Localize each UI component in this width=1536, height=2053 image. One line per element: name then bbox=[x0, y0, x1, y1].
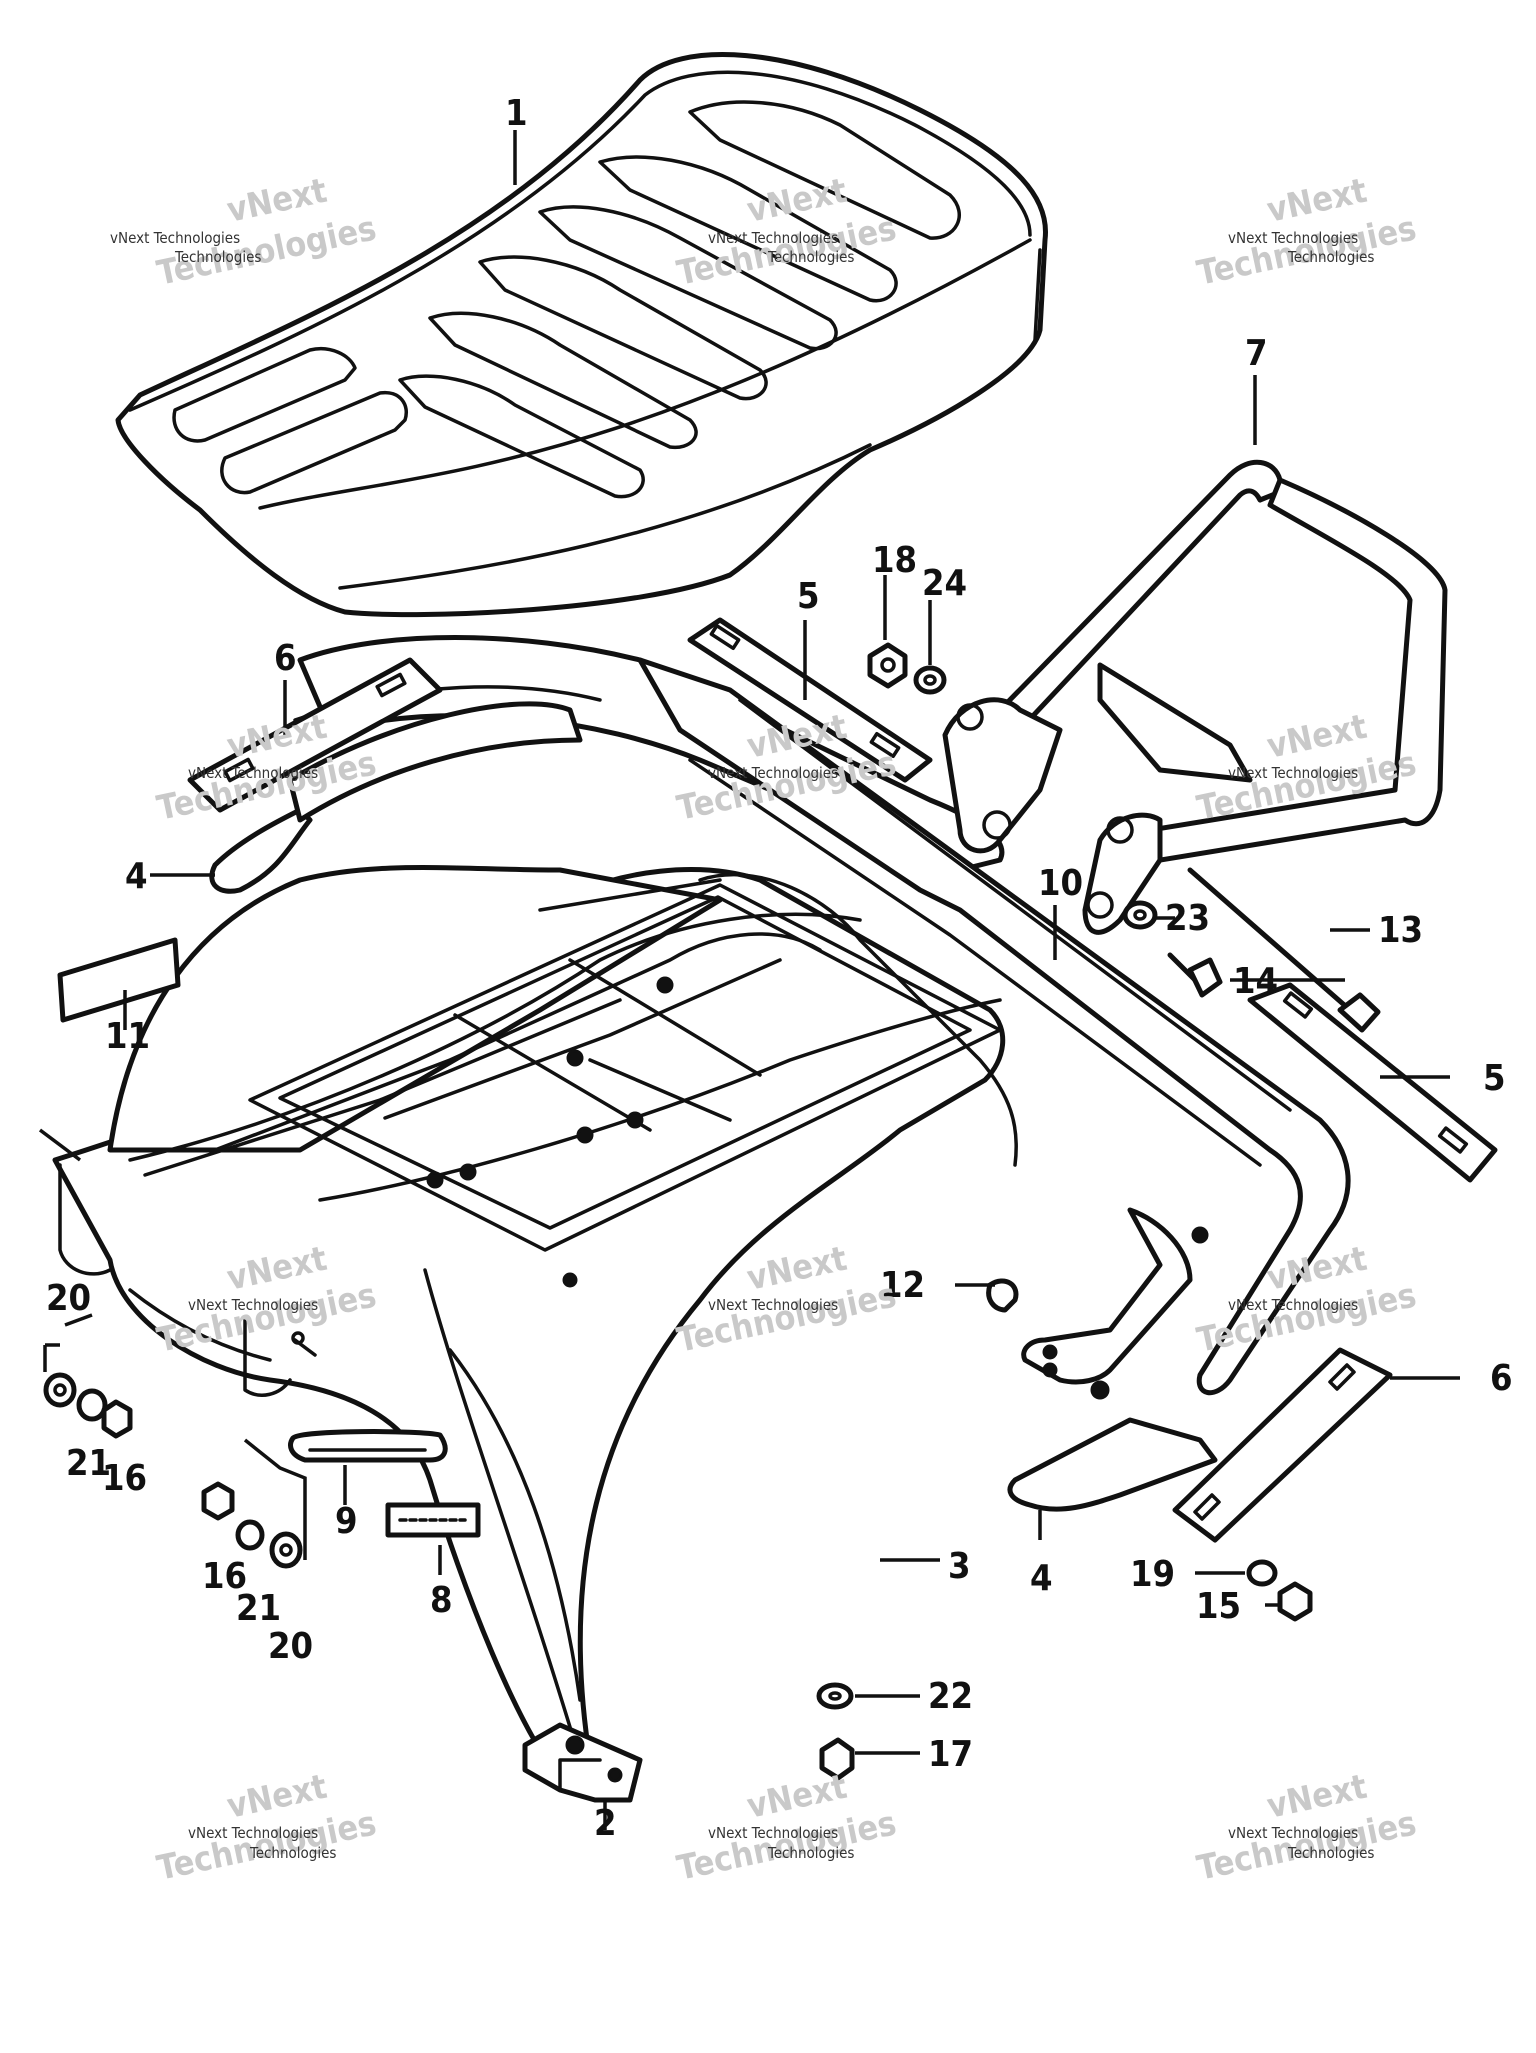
callout-8: 8 bbox=[430, 1580, 453, 1621]
callout-18: 18 bbox=[872, 540, 917, 581]
callout-12: 12 bbox=[880, 1265, 925, 1306]
bracket-6-upper bbox=[187, 657, 443, 813]
watermark-small: vNext Technologies bbox=[708, 764, 838, 782]
watermark-small: Technologies bbox=[1287, 1844, 1374, 1862]
callout-5-upper: 5 bbox=[797, 576, 820, 617]
nut-17 bbox=[819, 1737, 855, 1781]
washer-21a bbox=[76, 1388, 108, 1422]
rear-fender-part bbox=[52, 635, 1351, 1794]
callout-labels: 1 2 3 4 4 5 5 6 6 7 8 9 10 11 12 13 14 1… bbox=[46, 93, 1513, 1844]
hardware-parts bbox=[43, 642, 1381, 1803]
watermark-br: vNext Technologies vNext Technologies Te… bbox=[1194, 1767, 1420, 1889]
watermark-small: vNext Technologies bbox=[1228, 1296, 1358, 1314]
bracket-4-lower bbox=[1007, 1417, 1218, 1512]
grab-rail-part bbox=[942, 459, 1448, 935]
callout-6-upper: 6 bbox=[274, 638, 297, 679]
watermark-small: Technologies bbox=[767, 248, 854, 266]
watermark-small: Technologies bbox=[174, 248, 261, 266]
callout-14: 14 bbox=[1233, 961, 1278, 1002]
watermark-small: vNext Technologies bbox=[1228, 764, 1358, 782]
nut-15 bbox=[1277, 1581, 1313, 1622]
watermark-small: Technologies bbox=[767, 1844, 854, 1862]
seat-support-left bbox=[209, 701, 583, 894]
watermark-small: Technologies bbox=[1287, 248, 1374, 266]
watermark-small: vNext Technologies bbox=[188, 1296, 318, 1314]
washer-20b bbox=[269, 1531, 303, 1569]
watermark-bl: vNext Technologies vNext Technologies Te… bbox=[154, 1767, 380, 1889]
reflector-9 bbox=[288, 1429, 448, 1463]
screw-12 bbox=[986, 1278, 1019, 1313]
callout-17: 17 bbox=[928, 1734, 973, 1775]
washer-22 bbox=[816, 1682, 854, 1710]
callout-16-left: 16 bbox=[102, 1458, 147, 1499]
nut-16b bbox=[201, 1481, 235, 1521]
callout-16-lower: 16 bbox=[202, 1556, 247, 1597]
washer-24 bbox=[913, 665, 947, 695]
callout-22: 22 bbox=[928, 1676, 973, 1717]
washer-23 bbox=[1122, 900, 1158, 930]
watermark-small: Technologies bbox=[249, 1844, 336, 1862]
watermark-small: vNext Technologies bbox=[708, 1824, 838, 1842]
watermark-small: vNext Technologies bbox=[1228, 229, 1358, 247]
callout-13: 13 bbox=[1378, 910, 1423, 951]
watermark-bm: vNext Technologies vNext Technologies Te… bbox=[674, 1767, 900, 1889]
callout-9: 9 bbox=[335, 1501, 358, 1542]
callout-4-upper: 4 bbox=[125, 856, 148, 897]
watermark-tr: vNext Technologies vNext Technologies Te… bbox=[1194, 171, 1420, 294]
callout-19: 19 bbox=[1130, 1554, 1175, 1595]
watermark-lr: vNext Technologies vNext Technologies bbox=[1194, 1239, 1420, 1361]
callout-20-lower: 20 bbox=[268, 1626, 313, 1667]
callout-21-lower: 21 bbox=[236, 1588, 281, 1629]
callout-24: 24 bbox=[922, 563, 967, 604]
callout-6-lower: 6 bbox=[1490, 1358, 1513, 1399]
leader-lines bbox=[38, 130, 1460, 1830]
callout-5-lower: 5 bbox=[1483, 1058, 1506, 1099]
watermark-small: vNext Technologies bbox=[1228, 1824, 1358, 1842]
callout-23: 23 bbox=[1165, 898, 1210, 939]
bracket-6-lower bbox=[1172, 1347, 1393, 1543]
watermark-small: vNext Technologies bbox=[708, 1296, 838, 1314]
washer-19 bbox=[1246, 1559, 1278, 1587]
washer-20a bbox=[43, 1372, 77, 1408]
washer-21b bbox=[235, 1519, 265, 1551]
callout-3: 3 bbox=[948, 1546, 971, 1587]
callout-7: 7 bbox=[1245, 333, 1268, 374]
bracket-2 bbox=[522, 1722, 643, 1803]
bolt-13 bbox=[1187, 867, 1353, 1013]
callout-20-left: 20 bbox=[46, 1278, 91, 1319]
seat-part bbox=[115, 52, 1049, 618]
nut-18 bbox=[867, 642, 908, 689]
watermark-small: vNext Technologies bbox=[110, 229, 240, 247]
callout-15: 15 bbox=[1196, 1586, 1241, 1627]
nut-16a bbox=[101, 1399, 133, 1439]
label-11 bbox=[57, 937, 181, 1023]
callout-2: 2 bbox=[594, 1803, 617, 1844]
watermark-small: vNext Technologies bbox=[188, 764, 318, 782]
callout-10: 10 bbox=[1038, 863, 1083, 904]
watermark-tl: vNext Technologies vNext Technologies Te… bbox=[110, 171, 380, 294]
bracket-5-lower bbox=[1247, 982, 1498, 1183]
callout-21-left: 21 bbox=[66, 1443, 111, 1484]
watermark-small: vNext Technologies bbox=[708, 229, 838, 247]
callout-1: 1 bbox=[505, 93, 528, 134]
watermark-small: vNext Technologies bbox=[188, 1824, 318, 1842]
storage-tray bbox=[248, 883, 1002, 1288]
callout-11: 11 bbox=[105, 1016, 150, 1057]
callout-4-lower: 4 bbox=[1030, 1558, 1053, 1599]
bracket-5-upper bbox=[687, 617, 933, 783]
